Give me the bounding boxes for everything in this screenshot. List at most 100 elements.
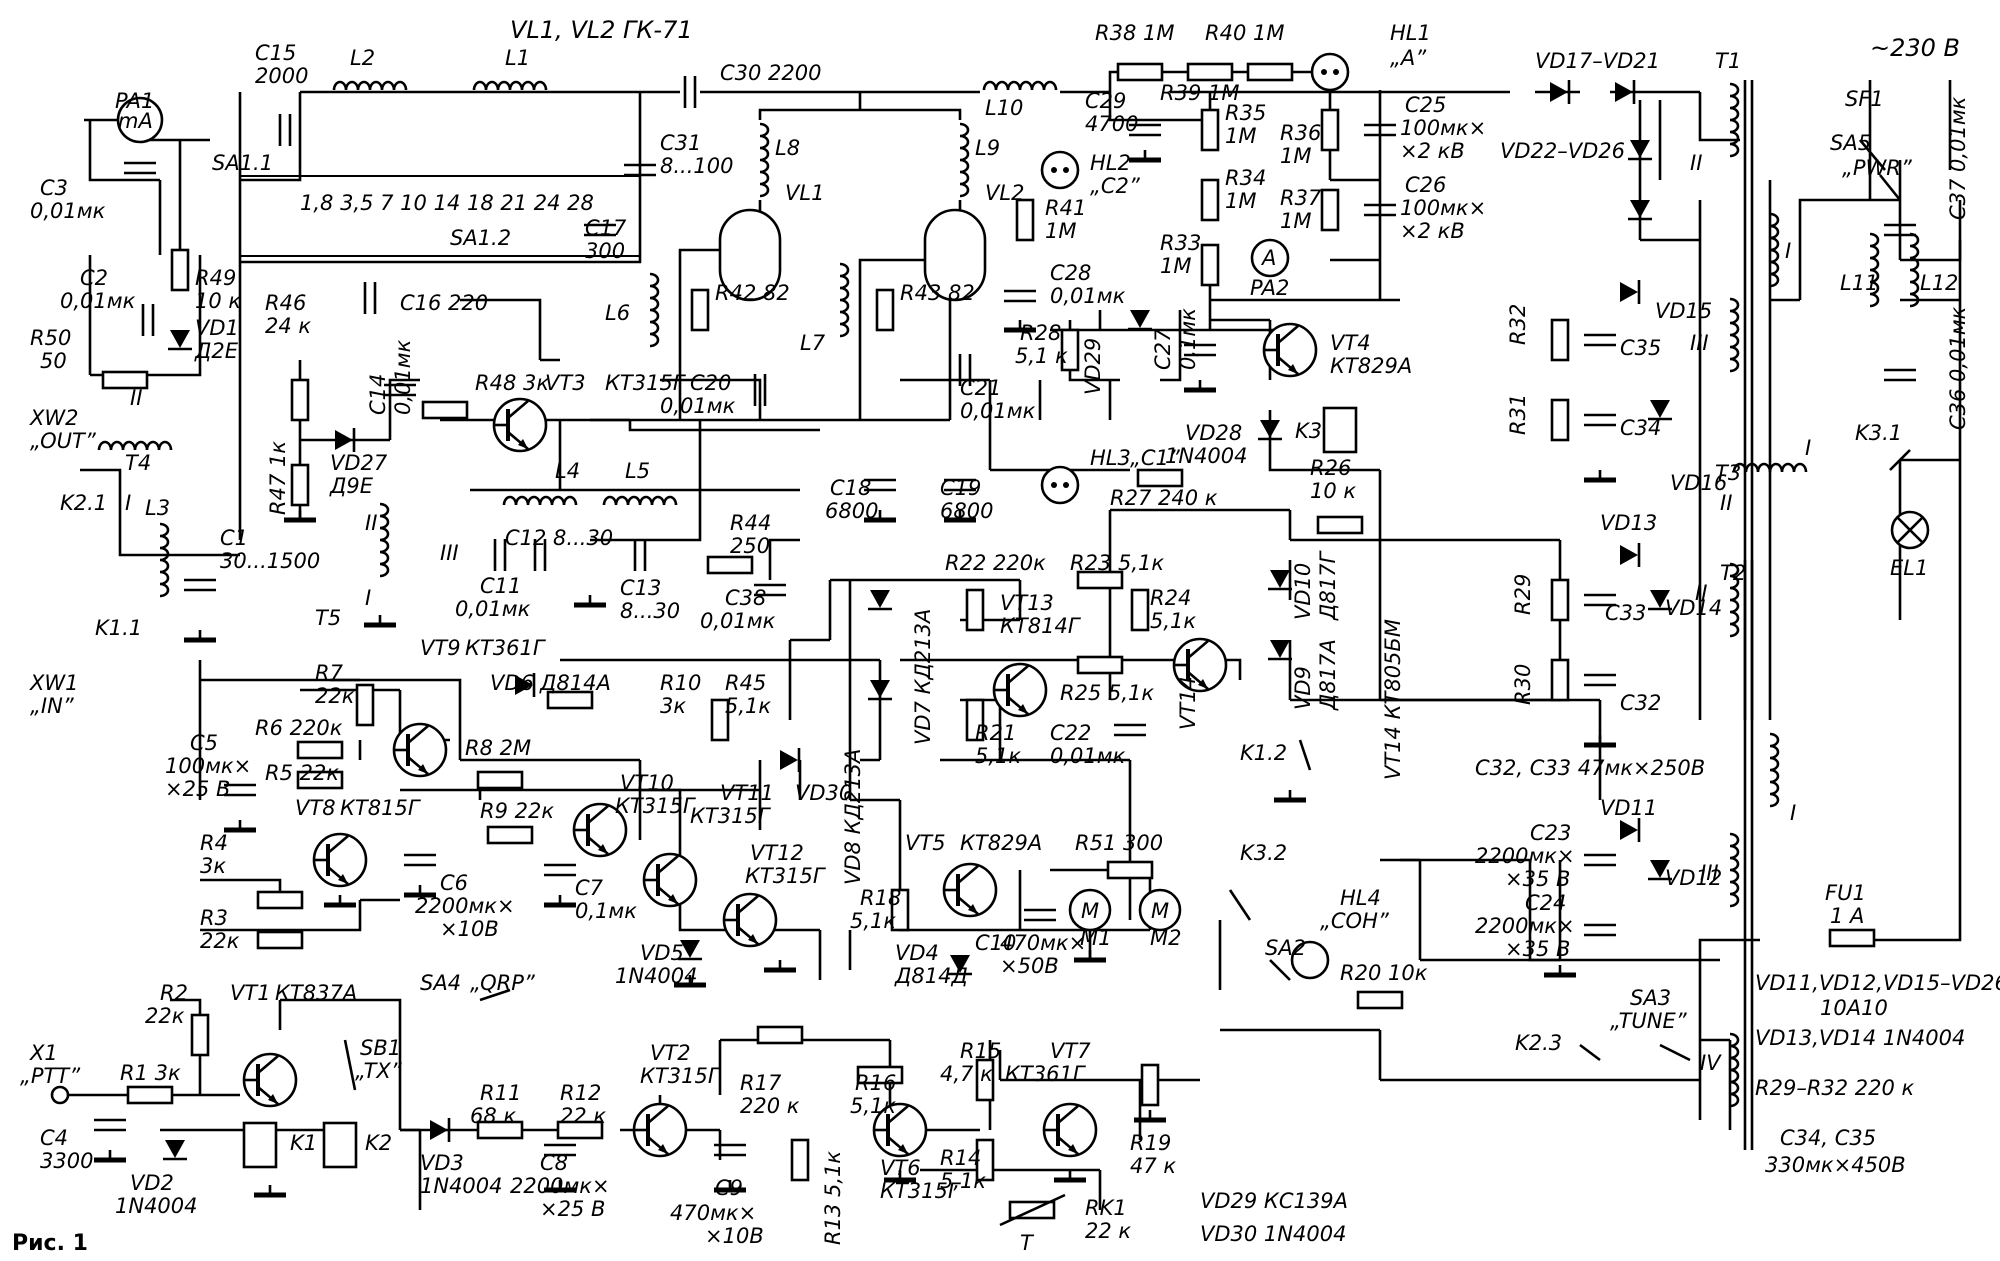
transistor-vt13 — [992, 662, 1048, 718]
inductor-l9 — [958, 122, 970, 198]
m2-glyph: M — [1151, 899, 1169, 923]
resistor-r17[interactable] — [756, 1025, 804, 1045]
label-vd4: VD4 — [895, 941, 939, 965]
resistor-r48[interactable] — [421, 400, 469, 420]
label-c20: C20 — [690, 371, 731, 395]
resistor-r4 — [256, 890, 304, 910]
label-sa3: SA3 — [1630, 986, 1671, 1010]
note-c34-value: 330мк×450В — [1765, 1153, 1906, 1177]
label-c6-v2: ×10В — [440, 917, 499, 941]
label-c4-value: 3300 — [40, 1149, 93, 1173]
diode-vd2 — [161, 1138, 189, 1161]
capacitor-c1[interactable] — [182, 578, 218, 592]
lamp-type-note: VL1, VL2 ГК-71 — [510, 16, 693, 44]
resistor-r7 — [355, 683, 375, 727]
label-r43: R43 82 — [900, 281, 975, 305]
diode-vd1 — [166, 328, 194, 351]
label-r29: R29 — [1511, 574, 1535, 615]
transformer-t1-winding-ii — [1728, 82, 1740, 158]
inductor-l8 — [758, 122, 770, 198]
label-c34: C34 — [1620, 416, 1661, 440]
label-k1-2: K1.2 — [1240, 741, 1287, 765]
label-r50: R50 — [30, 326, 71, 350]
label-l10: L10 — [985, 96, 1023, 120]
label-c10: C10 — [975, 931, 1016, 955]
switch-sa4-qrp[interactable] — [479, 988, 511, 1002]
label-vd3-type: 1N4004 — [420, 1174, 503, 1198]
label-vd27-type: Д9Е — [329, 474, 374, 498]
label-hl1-name: „А” — [1390, 46, 1427, 70]
capacitor-c3 — [122, 161, 158, 175]
label-vt2: VT2 — [650, 1041, 691, 1065]
transformer-t2-winding-iv — [1728, 1032, 1740, 1108]
pa1-unit: mA — [118, 109, 153, 133]
label-r24-value: 5,1к — [1150, 609, 1196, 633]
switch-sf1[interactable] — [1859, 139, 1886, 171]
label-pwr: „PWR” — [1842, 156, 1913, 180]
switch-sa3-tune[interactable] — [1659, 1043, 1691, 1062]
label-c26-v1: 100мк× — [1400, 196, 1486, 220]
label-r17-value: 220 к — [740, 1094, 800, 1118]
capacitor-c13[interactable] — [633, 537, 647, 573]
resistor-r34 — [1200, 178, 1220, 222]
label-c1: C1 — [220, 526, 248, 550]
resistor-r9 — [486, 825, 534, 845]
zener-vd10 — [1266, 568, 1294, 591]
label-vt5-type: КТ829А — [960, 831, 1042, 855]
label-vt4: VT4 — [1330, 331, 1371, 355]
tube-vl2 — [923, 208, 987, 302]
label-vd15: VD15 — [1655, 299, 1712, 323]
label-c14-value: 0,01мк — [391, 339, 415, 415]
note-vt14: VT14 КТ805БМ — [1381, 619, 1405, 780]
component-labels: VL1, VL2 ГК-71 ~230 В PA1 C3 0,01мк SA1.… — [12, 16, 2000, 1256]
label-r10: R10 — [660, 671, 701, 695]
label-vl1: VL1 — [785, 181, 824, 205]
label-r11-value: 68 к — [470, 1104, 516, 1128]
label-c25-v2: ×2 кВ — [1400, 139, 1465, 163]
label-c1-value: 30...1500 — [220, 549, 320, 573]
button-sb1-tx[interactable] — [343, 1039, 357, 1091]
label-vt9: VT9 — [420, 636, 461, 660]
label-r38: R38 1М — [1095, 21, 1174, 45]
label-c26-v2: ×2 кВ — [1400, 219, 1465, 243]
label-tx: „TX” — [355, 1059, 403, 1083]
resistor-r22[interactable] — [965, 588, 985, 632]
resistor-r19 — [1140, 1063, 1160, 1107]
label-r10-value: 3к — [660, 694, 686, 718]
label-k3-2: K3.2 — [1240, 841, 1287, 865]
transformer-t2-winding-iii — [1728, 832, 1740, 908]
label-r39: R39 1М — [1160, 81, 1239, 105]
diode-vd21 — [1613, 78, 1636, 106]
resistor-r8[interactable] — [476, 770, 524, 790]
switch-sa5-pwr[interactable] — [1878, 174, 1902, 201]
connector-x1[interactable] — [50, 1085, 70, 1105]
label-vd29: VD29 — [1081, 338, 1105, 395]
capacitor-c16 — [363, 280, 377, 316]
inductor-l3 — [158, 522, 170, 598]
label-r49: R49 — [195, 266, 236, 290]
label-vd10: VD10 — [1291, 563, 1315, 620]
label-vl2: VL2 — [985, 181, 1024, 205]
label-k2-1: K2.1 — [60, 491, 107, 515]
label-t2-iii: III — [1700, 861, 1719, 885]
relay-contact-k2-3 — [1579, 1043, 1601, 1062]
label-vd10-type: Д817Г — [1316, 550, 1340, 621]
label-r49-value: 10 к — [195, 289, 241, 313]
label-xw2-name: „OUT” — [30, 429, 97, 453]
label-vt14: VT14 — [1176, 676, 1200, 730]
switch-sa2[interactable] — [1269, 959, 1291, 981]
label-xw1: XW1 — [29, 671, 79, 695]
label-c21: C21 — [960, 376, 1001, 400]
resistor-r33 — [1200, 243, 1220, 287]
label-t5: T5 — [315, 606, 341, 630]
label-rk1-value: 22 к — [1085, 1219, 1131, 1243]
label-c4: C4 — [40, 1126, 68, 1150]
band-switch-sa1-2-contacts[interactable] — [240, 255, 640, 257]
transformer-t2-winding-i — [1768, 732, 1780, 808]
capacitor-c30 — [683, 74, 697, 110]
band-switch-sa1-1-contacts[interactable] — [240, 175, 640, 177]
label-c3: C3 — [40, 176, 68, 200]
note-vd13-list: VD13,VD14 1N4004 — [1755, 1026, 1965, 1050]
label-c8: C8 — [540, 1151, 568, 1175]
neon-lamp-hl3 — [1040, 465, 1080, 505]
